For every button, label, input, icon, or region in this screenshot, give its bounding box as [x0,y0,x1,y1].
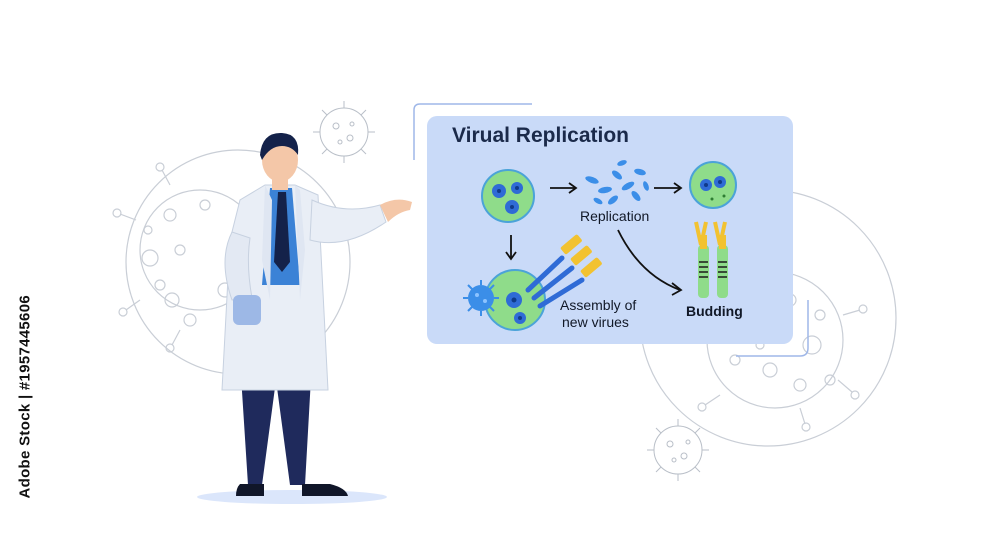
virus-outline-small-bottom-icon [647,419,709,481]
panel-accent-line-bottom [736,300,809,357]
panel-accent-line-top [413,103,532,160]
budding-virus-icon [694,221,728,298]
arrow-right-2-icon [654,182,683,194]
scientist-figure [197,132,412,504]
replication-fragments-icon [585,160,649,205]
label-replication: Replication [580,208,650,224]
label-assembly-line1: Assembly of [560,297,637,313]
infected-cell-icon [481,169,535,223]
label-assembly-line2: new virues [562,314,629,330]
infected-cell-2-icon [689,161,737,209]
label-budding: Budding [686,303,743,319]
diagram-title: Virual Replication [452,124,629,147]
arrow-curve-budding-icon [617,229,683,296]
arrow-down-icon [505,235,517,261]
virus-outline-small-top-icon [313,101,375,163]
stock-watermark-id: Adobe Stock | #1957445606 [16,295,34,499]
attaching-virus-rods-icon [525,234,602,309]
spiky-virus-icon [463,280,499,316]
arrow-right-1-icon [550,182,578,194]
assembly-cell-icon [484,269,546,331]
